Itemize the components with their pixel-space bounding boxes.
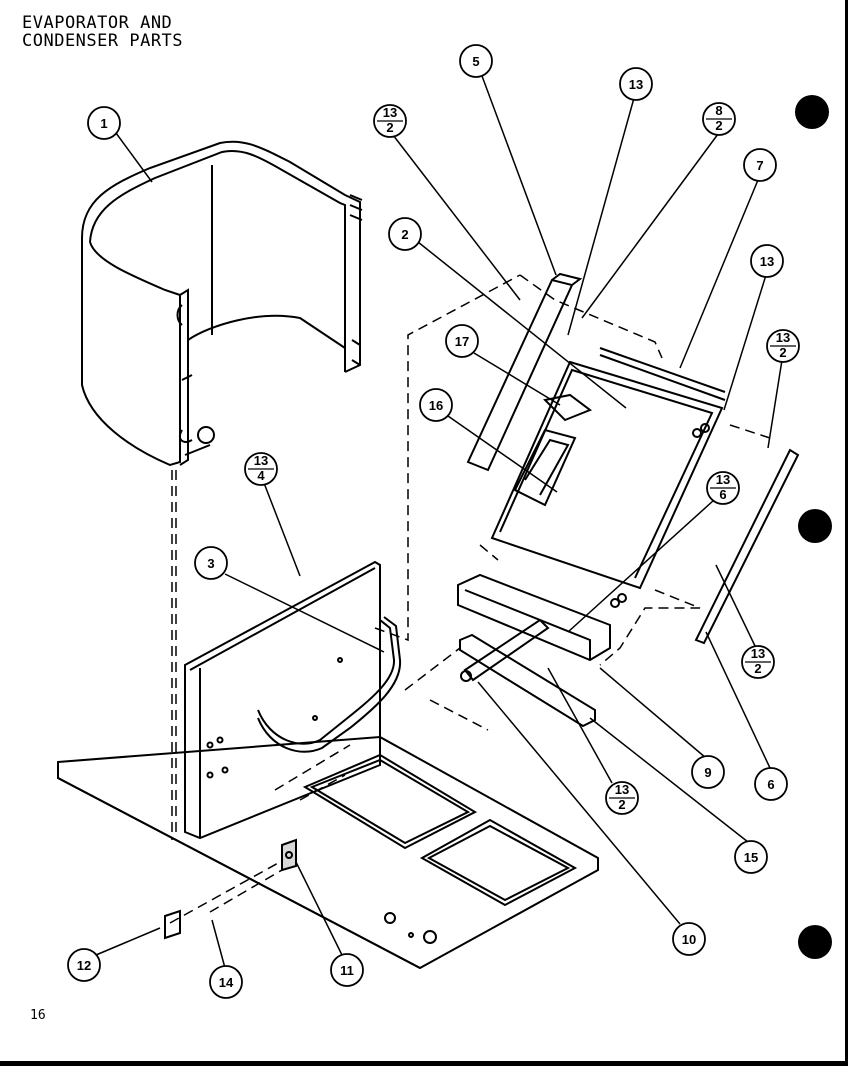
callout-1: 1 [87, 106, 121, 140]
svg-text:2: 2 [754, 661, 761, 676]
bracket-parts [164, 838, 297, 940]
svg-text:13: 13 [716, 472, 730, 487]
svg-text:8: 8 [715, 103, 722, 118]
callout-2: 2 [388, 217, 422, 251]
svg-text:13: 13 [615, 782, 629, 797]
svg-text:6: 6 [719, 487, 726, 502]
callout-15: 15 [734, 840, 768, 874]
callout-5: 5 [459, 44, 493, 78]
svg-text:10: 10 [682, 932, 696, 947]
callout-10: 10 [672, 922, 706, 956]
svg-text:6: 6 [767, 777, 774, 792]
assembly-lines [169, 274, 771, 924]
registration-dot-bottom [798, 925, 832, 959]
svg-text:13: 13 [751, 646, 765, 661]
fraction-callout-13-2-upper-left: 13 2 [373, 104, 407, 138]
svg-text:13: 13 [629, 77, 643, 92]
svg-text:13: 13 [776, 330, 790, 345]
svg-text:2: 2 [715, 118, 722, 133]
svg-text:9: 9 [704, 765, 711, 780]
condenser-coil [81, 140, 363, 467]
svg-text:13: 13 [383, 105, 397, 120]
svg-text:2: 2 [401, 227, 408, 242]
svg-text:16: 16 [429, 398, 443, 413]
callout-13-top: 13 [619, 67, 653, 101]
fraction-callout-layer: 13 2 8 2 13 2 13 4 13 6 [244, 102, 800, 815]
registration-marks [282, 95, 832, 959]
fraction-callout-8-2: 8 2 [702, 102, 736, 136]
callout-7: 7 [743, 148, 777, 182]
svg-text:2: 2 [386, 120, 393, 135]
callout-13-right: 13 [750, 244, 784, 278]
partition-panel [184, 560, 402, 840]
callout-14: 14 [209, 965, 243, 999]
leader-lines [95, 75, 783, 969]
svg-text:17: 17 [455, 334, 469, 349]
svg-text:1: 1 [100, 116, 107, 131]
right-border [845, 0, 848, 1066]
callout-3: 3 [194, 546, 228, 580]
registration-dot-top [795, 95, 829, 129]
evaporator-coil [466, 272, 800, 645]
callout-12: 12 [67, 948, 101, 982]
callout-16: 16 [419, 388, 453, 422]
svg-text:14: 14 [219, 975, 234, 990]
base-pan [57, 735, 599, 970]
callout-layer: 1 2 3 5 7 13 17 16 13 9 6 15 10 11 12 14 [67, 44, 788, 999]
fraction-callout-13-2-bottom: 13 2 [605, 781, 639, 815]
callout-11: 11 [330, 953, 364, 987]
fraction-callout-13-2-lower-right: 13 2 [741, 645, 775, 679]
callout-17: 17 [445, 324, 479, 358]
svg-text:13: 13 [760, 254, 774, 269]
bottom-border [0, 1061, 848, 1066]
svg-text:3: 3 [207, 556, 214, 571]
callout-6: 6 [754, 767, 788, 801]
svg-text:13: 13 [254, 453, 268, 468]
svg-text:2: 2 [618, 797, 625, 812]
callout-9: 9 [691, 755, 725, 789]
drain-pan-assembly [457, 573, 611, 728]
svg-text:15: 15 [744, 850, 758, 865]
svg-text:5: 5 [472, 54, 479, 69]
title-line-2: CONDENSER PARTS [22, 31, 184, 51]
svg-text:4: 4 [257, 468, 265, 483]
fraction-callout-13-6: 13 6 [706, 471, 740, 505]
page-number: 16 [30, 1008, 46, 1023]
diagram-title: EVAPORATOR AND CONDENSER PARTS [22, 14, 183, 50]
svg-text:2: 2 [779, 345, 786, 360]
registration-dot-middle [798, 509, 832, 543]
svg-text:11: 11 [340, 963, 354, 978]
svg-text:7: 7 [756, 158, 763, 173]
title-line-1: EVAPORATOR AND [22, 13, 173, 33]
fraction-callout-13-4: 13 4 [244, 452, 278, 486]
svg-text:12: 12 [77, 958, 91, 973]
fraction-callout-13-2-right: 13 2 [766, 329, 800, 363]
